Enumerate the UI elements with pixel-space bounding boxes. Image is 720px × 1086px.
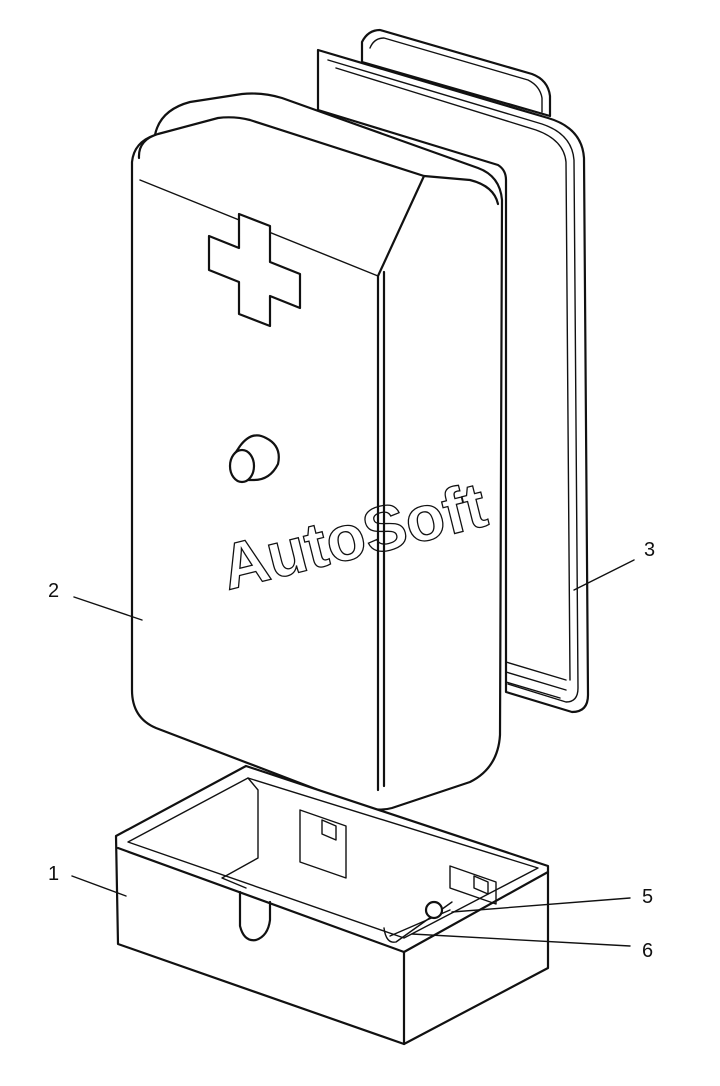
- callout-5: 5: [642, 886, 653, 908]
- callout-1: 1: [48, 863, 59, 885]
- base-tray-part-1: [114, 764, 550, 1046]
- callout-6: 6: [642, 940, 653, 962]
- leader-lines: [71, 559, 635, 947]
- rear-frame-part-3: [316, 28, 590, 714]
- callout-3: 3: [644, 539, 655, 561]
- first-aid-cross-icon: [207, 212, 302, 328]
- case-body-part-2: [130, 92, 504, 811]
- latch-button-icon: [228, 434, 280, 484]
- callout-2: 2: [48, 580, 59, 602]
